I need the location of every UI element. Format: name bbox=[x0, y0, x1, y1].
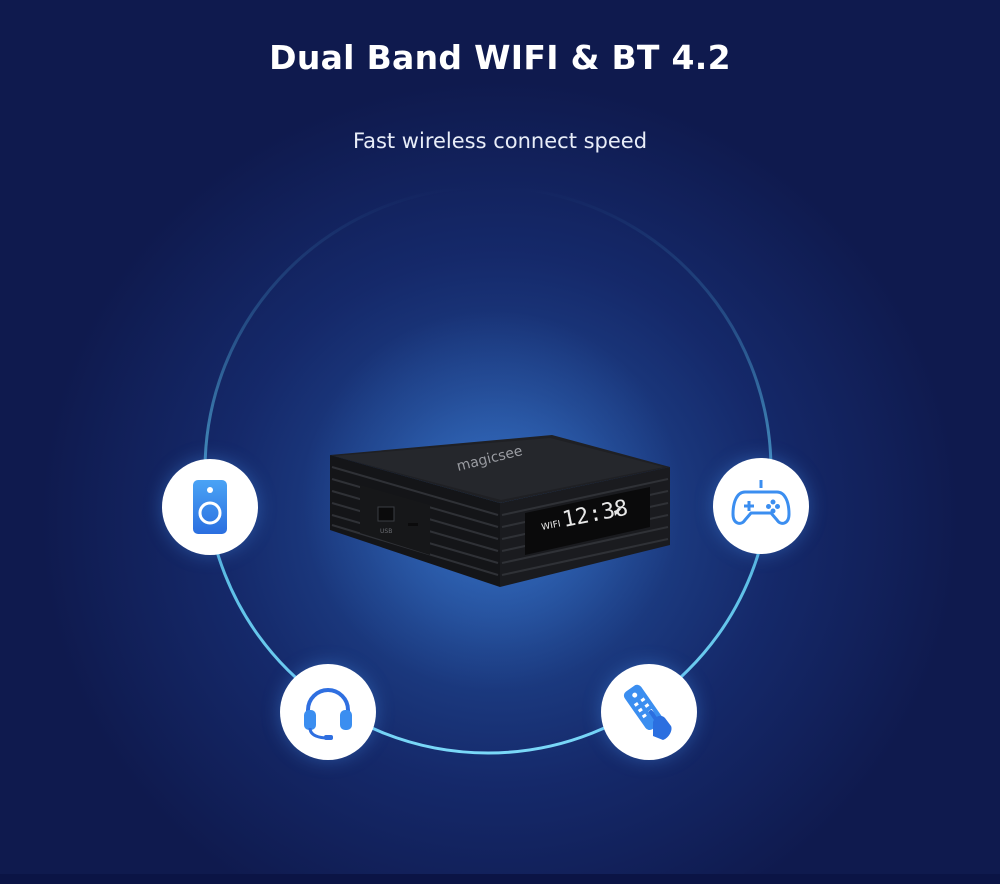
usb-port-label: USB bbox=[380, 528, 392, 535]
page-subtitle: Fast wireless connect speed bbox=[352, 129, 648, 153]
headset-badge bbox=[280, 664, 376, 760]
speaker-badge bbox=[162, 459, 258, 555]
speaker-icon bbox=[193, 480, 227, 534]
remote-badge bbox=[601, 664, 697, 760]
bottom-strip bbox=[0, 874, 1000, 884]
gamepad-badge bbox=[713, 458, 809, 554]
page-title: Dual Band WIFI & BT 4.2 bbox=[269, 38, 731, 77]
tv-box-device: USB WIFI 12:38 magicsee bbox=[330, 435, 670, 587]
gamepad-icon bbox=[731, 480, 791, 525]
remote-control-icon bbox=[623, 684, 672, 740]
headset-icon bbox=[304, 688, 352, 740]
display-wifi-label: WIFI bbox=[541, 519, 562, 533]
